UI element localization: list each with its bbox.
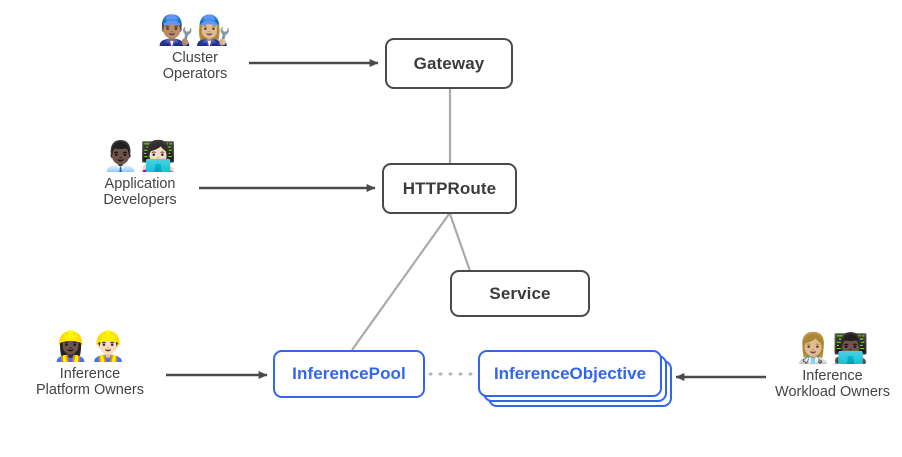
node-httproute[interactable]: HTTPRoute <box>382 163 517 214</box>
inferenceobjective-card-front <box>478 350 662 397</box>
cluster-operators-avatar-icon: 👨🏽‍🔧👩🏼‍🔧 <box>157 15 233 47</box>
application-developers-label-line2: Developers <box>103 192 177 208</box>
node-service-label: Service <box>489 283 551 303</box>
persona-application-developers: 👨🏿‍💼👩🏻‍💻 Application Developers <box>75 140 205 209</box>
application-developers-label-line1: Application <box>104 176 176 192</box>
persona-inference-platform-owners: 👷🏿‍♀️👷🏻‍♂️ Inference Platform Owners <box>15 330 165 399</box>
persona-cluster-operators: 👨🏽‍🔧👩🏼‍🔧 Cluster Operators <box>140 14 250 83</box>
persona-inference-workload-owners: 👩🏼‍⚕️👨🏿‍💻 Inference Workload Owners <box>765 332 900 401</box>
node-inferencepool-label: InferencePool <box>292 364 406 383</box>
application-developers-avatar-icon: 👨🏿‍💼👩🏻‍💻 <box>102 141 178 173</box>
node-gateway-label: Gateway <box>413 53 485 73</box>
cluster-operators-label-line1: Cluster <box>172 50 218 66</box>
inference-platform-owners-label-line2: Platform Owners <box>36 382 144 398</box>
node-inferenceobjective-label: InferenceObjective <box>493 363 647 383</box>
cluster-operators-label-line2: Operators <box>162 66 228 82</box>
node-httproute-label: HTTPRoute <box>402 178 497 198</box>
node-service[interactable]: Service <box>450 270 590 317</box>
node-inferencepool[interactable]: InferencePool <box>273 350 425 398</box>
wire-httproute-to-service <box>448 213 472 272</box>
inference-platform-owners-avatar-icon: 👷🏿‍♀️👷🏻‍♂️ <box>52 331 128 363</box>
node-gateway[interactable]: Gateway <box>385 38 513 89</box>
node-inferenceobjective[interactable]: InferenceObjective <box>478 350 672 407</box>
inference-workload-owners-avatar-icon: 👩🏼‍⚕️👨🏿‍💻 <box>795 333 870 365</box>
wire-httproute-to-inferencepool <box>351 213 450 351</box>
inference-platform-owners-label-line1: Inference <box>59 366 121 382</box>
inference-workload-owners-label-line1: Inference <box>802 368 863 384</box>
inference-workload-owners-label-line2: Workload Owners <box>775 384 890 400</box>
